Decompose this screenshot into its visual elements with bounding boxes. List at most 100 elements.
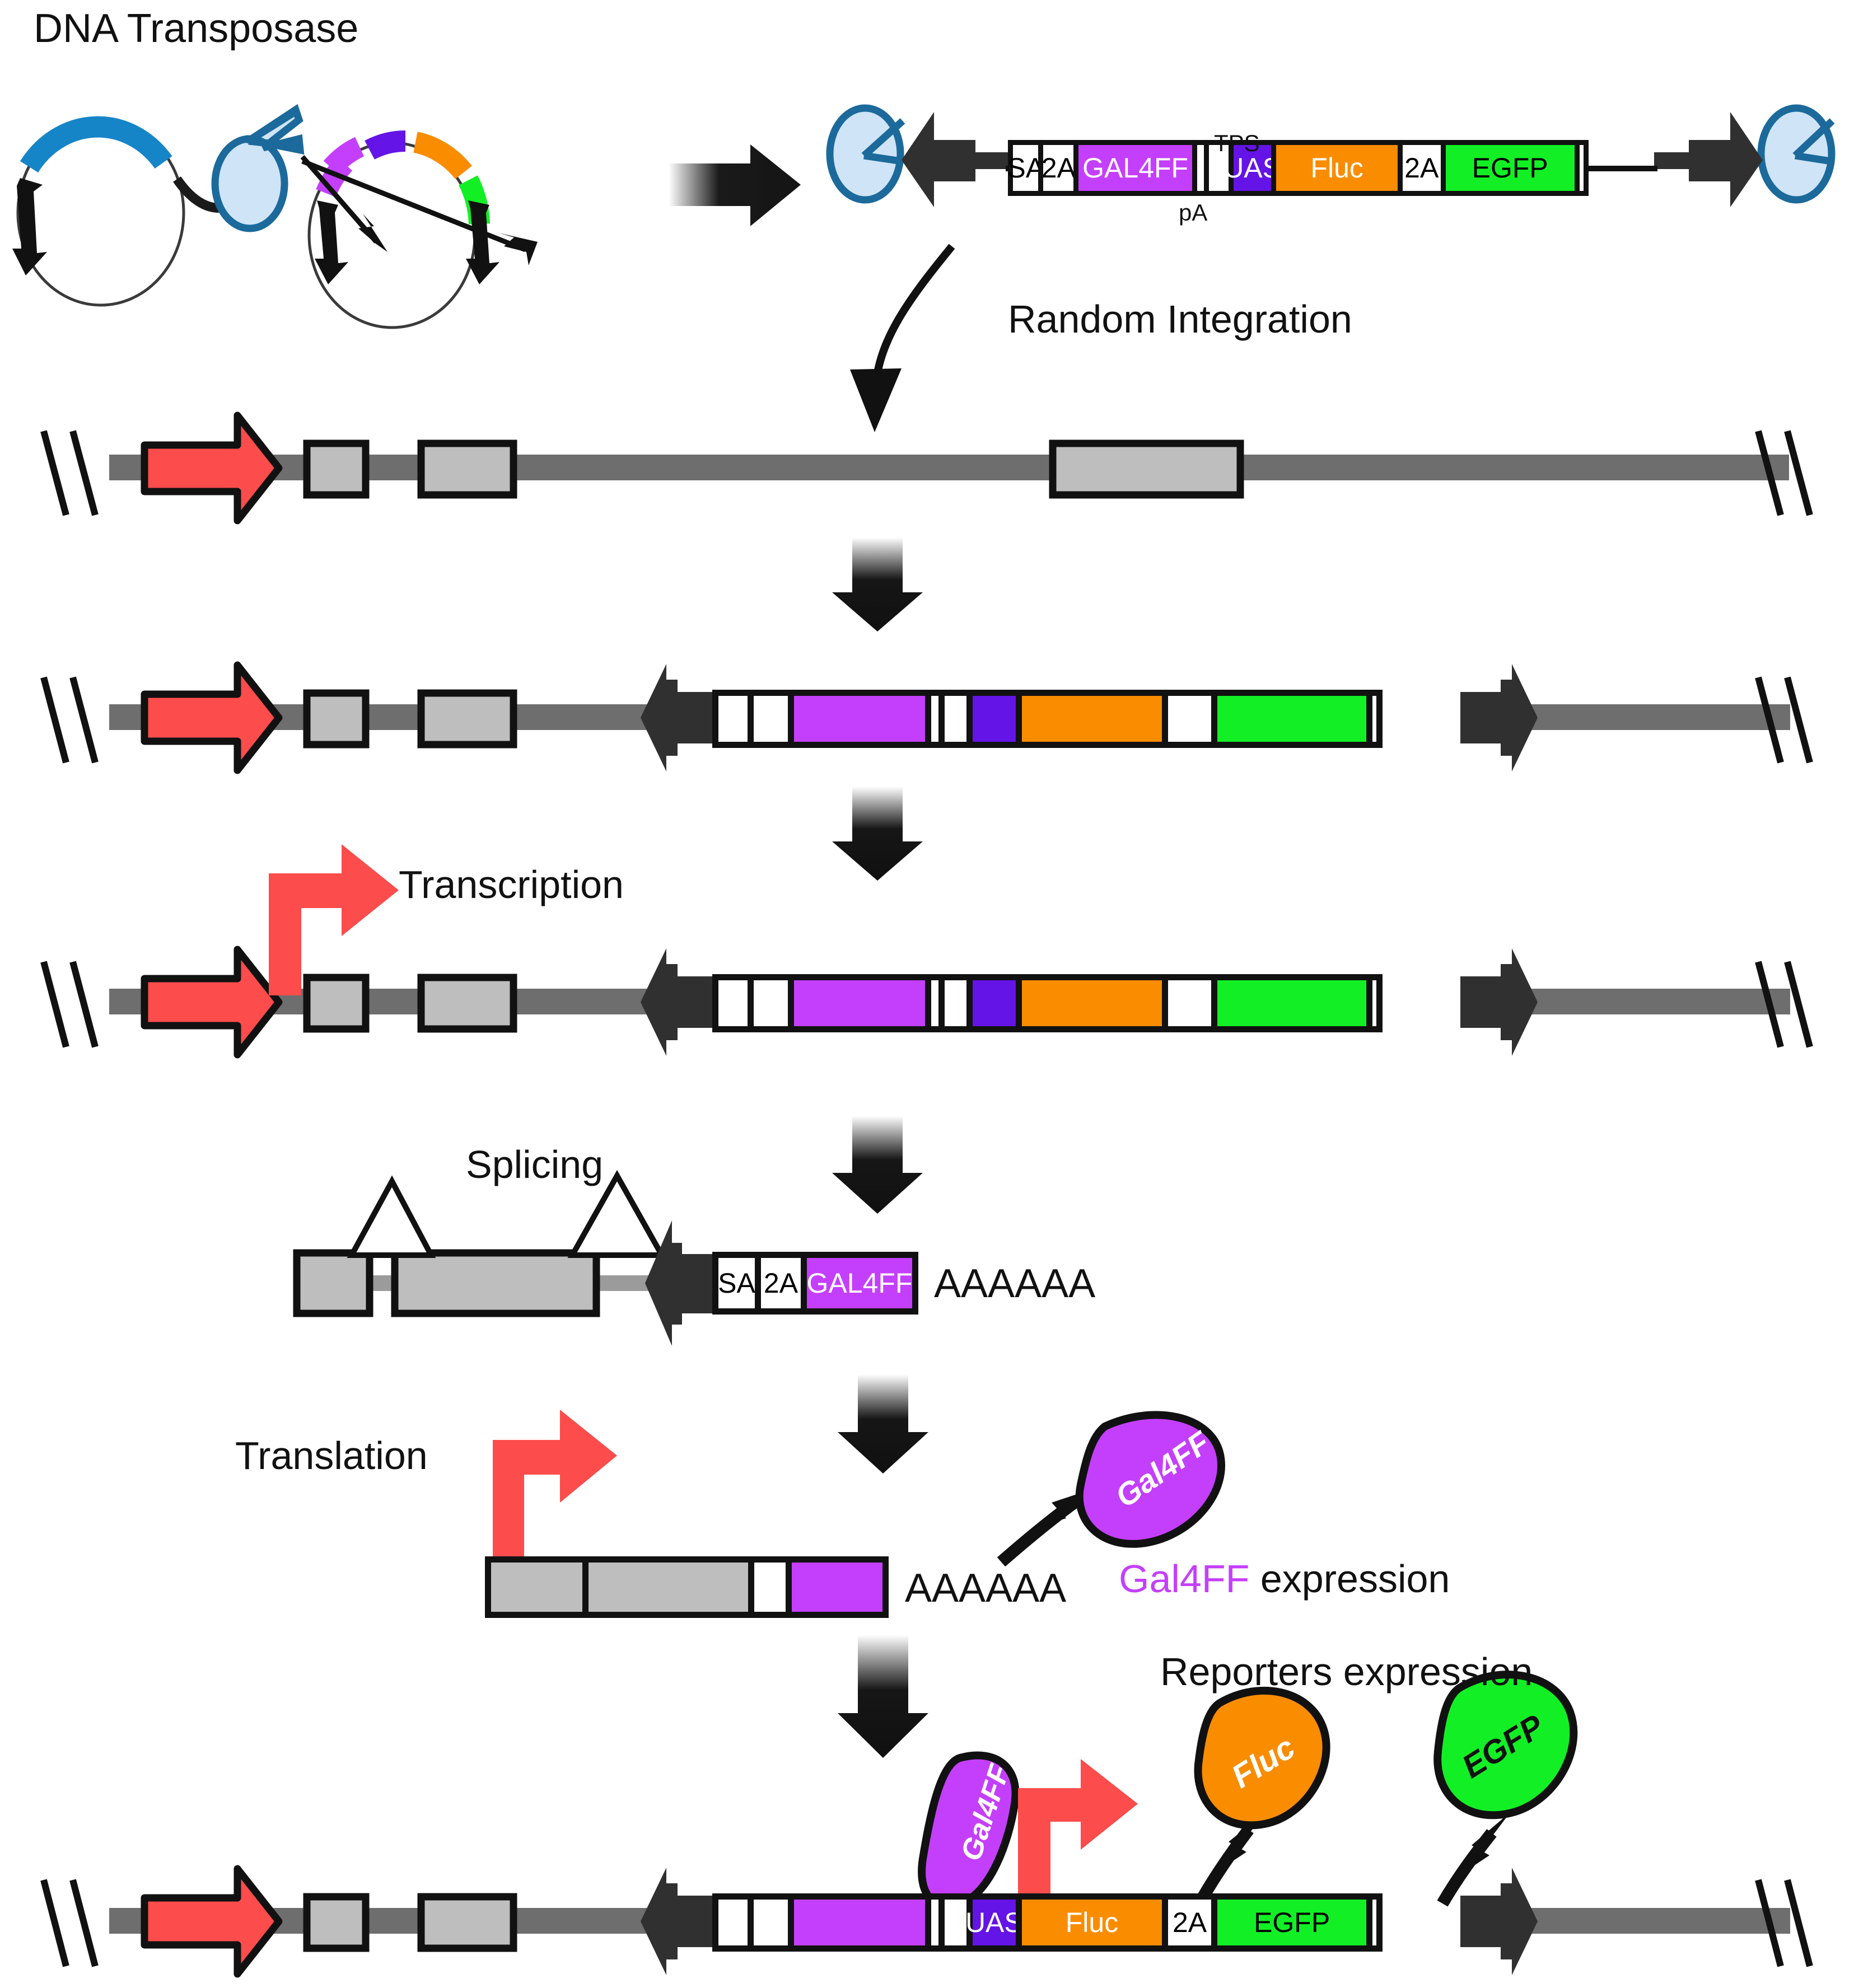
genomic-row-1 bbox=[40, 411, 1813, 525]
pacman-mouth-upper bbox=[246, 107, 299, 144]
gal4ff-protein-blob-1 bbox=[1075, 1411, 1225, 1548]
itr-arrow-top-right bbox=[1679, 112, 1763, 207]
fade-arrow-down-5 bbox=[838, 1635, 928, 1758]
itr-arrow-row3-left bbox=[641, 948, 718, 1056]
top-cassette-group bbox=[826, 104, 1836, 207]
cassette-segment-sa: SA bbox=[712, 1252, 761, 1315]
break-mark-r3a bbox=[1755, 961, 1784, 1048]
itr-arrow-row2-right bbox=[1460, 664, 1538, 771]
plasmid-uas-arc bbox=[365, 130, 406, 160]
exon-1-3 bbox=[1049, 439, 1244, 499]
break-mark-l4b bbox=[69, 1879, 99, 1967]
label-reporters-expression: Reporters expression bbox=[1160, 1650, 1533, 1694]
cassette-segment-label: GAL4FF bbox=[1082, 152, 1189, 184]
cassette-segment-blank-8 bbox=[1211, 974, 1373, 1032]
reporter-transcription-arrow bbox=[1018, 1759, 1138, 1905]
fade-arrow-down-2 bbox=[832, 787, 923, 881]
itr-arrow-row4-left bbox=[641, 1868, 718, 1975]
genomic-row-bottom bbox=[40, 1671, 1813, 1978]
polyA-tail-spliced: AAAAAA bbox=[934, 1261, 1096, 1306]
itr-arrow-row3-right bbox=[1460, 948, 1538, 1056]
itr-arrow-right-cargo bbox=[466, 200, 499, 284]
egfp-protein-blob bbox=[1433, 1671, 1578, 1819]
cassette-segment-blank-9 bbox=[1574, 140, 1589, 196]
label-pa: pA bbox=[1179, 199, 1208, 226]
linker-row2-right bbox=[1468, 709, 1494, 726]
intron-line-3b bbox=[1524, 989, 1790, 1014]
cassette-segment-blank-1 bbox=[747, 690, 794, 748]
exon-2-1 bbox=[303, 689, 370, 749]
break-mark-r4b bbox=[1784, 1879, 1813, 1967]
break-mark-r1a bbox=[1755, 430, 1784, 516]
exon-4-2 bbox=[417, 1893, 517, 1952]
break-mark-r2b bbox=[1784, 676, 1813, 764]
exon-4-1 bbox=[303, 1893, 370, 1952]
cassette-segment-label: Fluc bbox=[1310, 152, 1363, 184]
cassette-segment-egfp: EGFP bbox=[1211, 1893, 1373, 1952]
gal4ff-production-arrow-line bbox=[997, 1495, 1081, 1567]
break-mark-l2a bbox=[40, 676, 69, 764]
plasmid-gal4ff-arc2 bbox=[316, 156, 353, 198]
intron-line-4b bbox=[1524, 1908, 1790, 1934]
cassette-segment-gal4ff: GAL4FF bbox=[1073, 140, 1198, 196]
cassette-segment-label: SA bbox=[1007, 152, 1045, 184]
translation-arrow bbox=[493, 1410, 617, 1562]
fade-arrow-down-4 bbox=[838, 1374, 928, 1474]
exon-1-1 bbox=[303, 439, 370, 499]
cassette-segment-blank-6 bbox=[1015, 690, 1168, 748]
linker-right bbox=[1654, 152, 1681, 169]
break-mark-l3a bbox=[40, 961, 69, 1048]
cassette-segment-blank-9 bbox=[1366, 1893, 1383, 1952]
cassette-segment-blank-1 bbox=[582, 1556, 754, 1618]
plasmid-fluc-arc bbox=[413, 132, 472, 180]
transposase-right-mouth-b bbox=[1794, 152, 1832, 165]
cassette-segment-label: 2A bbox=[763, 1267, 798, 1299]
break-mark-l3b bbox=[69, 961, 99, 1048]
cassette-segment-egfp: EGFP bbox=[1440, 140, 1580, 196]
itr-arrow-mrna bbox=[645, 1220, 720, 1346]
genomic-row-3 bbox=[40, 844, 1813, 1059]
linker-row4-right bbox=[1468, 1912, 1494, 1929]
exon-3-1 bbox=[303, 974, 370, 1033]
cassette-segment-blank-1 bbox=[747, 1893, 794, 1952]
cassette-segment-uas: UAS bbox=[965, 1893, 1023, 1952]
promoter-arrow-2 bbox=[141, 661, 283, 774]
itr-arrow-top-left bbox=[902, 112, 987, 207]
exon-2-2 bbox=[417, 689, 517, 749]
linker-mrna bbox=[687, 1272, 710, 1288]
break-mark-r1b bbox=[1784, 430, 1813, 516]
cassette-segment-label: EGFP bbox=[1254, 1907, 1330, 1938]
label-expression-word: expression bbox=[1249, 1557, 1450, 1601]
cassette-segment-blank-5 bbox=[966, 690, 1022, 748]
cassette-segment-fluc: Fluc bbox=[1015, 1893, 1168, 1952]
label-translation: Translation bbox=[235, 1434, 428, 1477]
cassette-segment-sa: SA bbox=[1007, 140, 1045, 196]
cassette-segment-2a: 2A bbox=[1038, 140, 1079, 196]
cassette-segment-blank-8 bbox=[1211, 690, 1373, 748]
exon-3-2 bbox=[417, 974, 517, 1033]
label-gal4ff-gene: Gal4FF bbox=[1119, 1557, 1250, 1601]
mrna-exon-2 bbox=[391, 1249, 600, 1317]
splice-caret-1 bbox=[347, 1175, 436, 1258]
itr-arrow-row2-left bbox=[641, 664, 718, 771]
page-title-dna-transposase: DNA Transposase bbox=[34, 6, 359, 51]
cassette-segment-label: 2A bbox=[1404, 152, 1439, 184]
linker-row4-left bbox=[684, 1912, 710, 1929]
cassette-segment-label: Fluc bbox=[1065, 1907, 1119, 1938]
break-mark-r4a bbox=[1755, 1879, 1784, 1967]
cassette-integrated-strip-row2 bbox=[712, 690, 1383, 748]
genomic-row-2 bbox=[40, 661, 1813, 774]
cassette-segment-2a: 2A bbox=[755, 1252, 807, 1315]
fade-arrow-down-3 bbox=[832, 1116, 923, 1214]
cassette-segment-blank-2 bbox=[787, 690, 931, 748]
cassette-segment-fluc: Fluc bbox=[1271, 140, 1403, 196]
cassette-segment-gal4ff: GAL4FF bbox=[801, 1252, 918, 1315]
cassette-segment-blank-2 bbox=[787, 974, 931, 1032]
transposase-pointer-1-head bbox=[358, 214, 387, 252]
label-transcription: Transcription bbox=[399, 863, 624, 906]
break-mark-l1a bbox=[40, 430, 69, 516]
transposase-group bbox=[12, 104, 538, 329]
fade-arrow-down-1 bbox=[832, 537, 923, 632]
